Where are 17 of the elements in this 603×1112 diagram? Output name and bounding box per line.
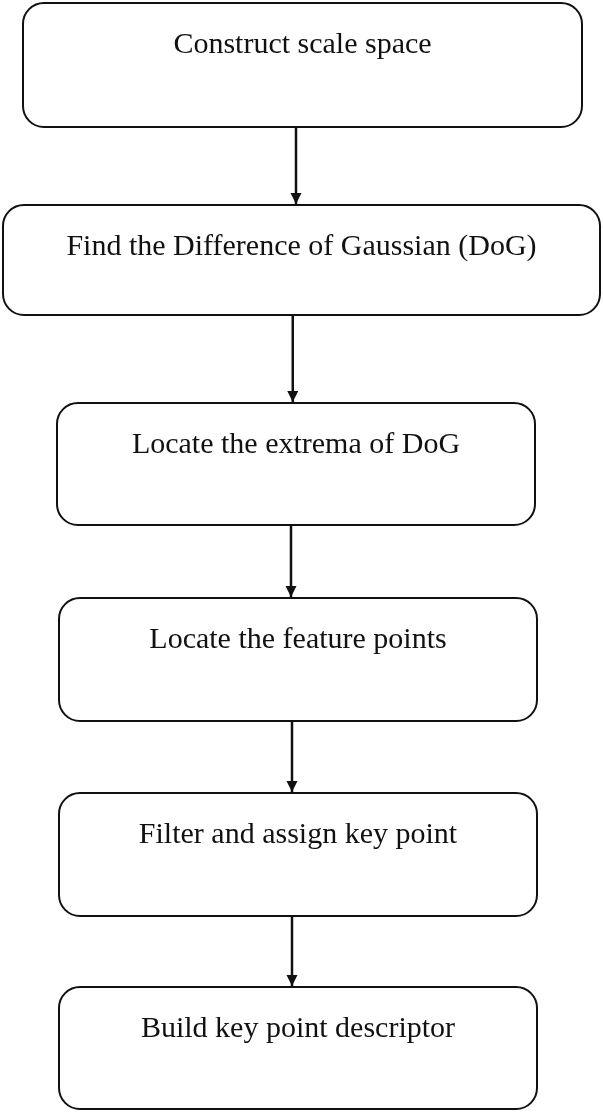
step-label: Find the Difference of Gaussian (DoG) <box>65 227 538 263</box>
process-box <box>58 792 538 917</box>
process-box <box>58 986 538 1110</box>
process-box <box>2 204 601 316</box>
arrow <box>287 316 299 402</box>
step-label: Locate the extrema of DoG <box>130 425 462 461</box>
process-box <box>58 597 538 722</box>
process-box <box>56 402 536 526</box>
step-label: Locate the feature points <box>148 620 448 656</box>
arrow <box>286 722 298 792</box>
arrow <box>286 917 298 986</box>
arrow <box>285 526 297 597</box>
arrow <box>290 128 302 204</box>
process-box <box>22 2 583 128</box>
step-label: Filter and assign key point <box>137 815 459 851</box>
step-label: Build key point descriptor <box>139 1009 457 1045</box>
step-label: Construct scale space <box>172 25 433 61</box>
